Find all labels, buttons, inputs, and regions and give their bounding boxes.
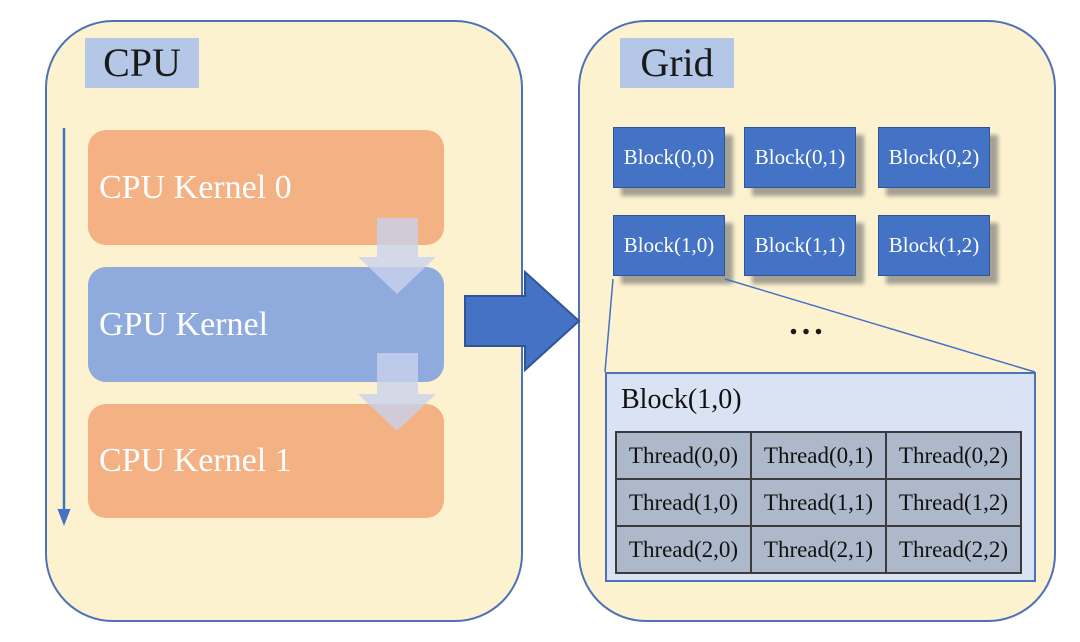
cpu-kernel-1-label: CPU Kernel 1	[99, 442, 292, 479]
block-0-0: Block(0,0)	[613, 127, 725, 188]
thread-table-row: Thread(0,0) Thread(0,1) Thread(0,2)	[615, 431, 1022, 480]
thread-cell-0-1: Thread(0,1)	[750, 431, 887, 480]
block-1-2: Block(1,2)	[878, 215, 990, 276]
cpu-kernel-0-label: CPU Kernel 0	[99, 168, 292, 206]
block-1-2-label: Block(1,2)	[888, 233, 980, 257]
block-0-0-label: Block(0,0)	[623, 145, 715, 169]
thread-table-row: Thread(1,0) Thread(1,1) Thread(1,2)	[615, 478, 1022, 527]
block-0-2: Block(0,2)	[878, 127, 990, 188]
thread-cell-1-0: Thread(1,0)	[615, 478, 752, 527]
block-1-1-label: Block(1,1)	[754, 233, 846, 257]
block-1-1: Block(1,1)	[744, 215, 856, 276]
thread-cell-1-1: Thread(1,1)	[750, 478, 887, 527]
grid-panel-title: Grid	[620, 38, 734, 88]
thread-cell-1-2: Thread(1,2)	[885, 478, 1022, 527]
block-detail-box: Block(1,0) Thread(0,0) Thread(0,1) Threa…	[605, 372, 1036, 582]
block-0-1: Block(0,1)	[744, 127, 856, 188]
cpu-panel-title: CPU	[85, 38, 199, 88]
block-1-0-label: Block(1,0)	[623, 233, 715, 257]
thread-table-row: Thread(2,0) Thread(2,1) Thread(2,2)	[615, 525, 1022, 574]
thread-cell-2-0: Thread(2,0)	[615, 525, 752, 574]
gpu-kernel-label: GPU Kernel	[99, 305, 269, 343]
block-detail-title: Block(1,0)	[621, 384, 742, 415]
thread-cell-2-1: Thread(2,1)	[750, 525, 887, 574]
block-1-0: Block(1,0)	[613, 215, 725, 276]
more-blocks-ellipsis: ...	[789, 305, 827, 342]
block-0-2-label: Block(0,2)	[888, 145, 980, 169]
block-0-1-label: Block(0,1)	[754, 145, 846, 169]
thread-cell-2-2: Thread(2,2)	[885, 525, 1022, 574]
thread-table: Thread(0,0) Thread(0,1) Thread(0,2) Thre…	[615, 431, 1022, 574]
thread-cell-0-0: Thread(0,0)	[615, 431, 752, 480]
thread-cell-0-2: Thread(0,2)	[885, 431, 1022, 480]
cpu-kernel-0-box: CPU Kernel 0	[88, 130, 444, 245]
cpu-kernel-1-box: CPU Kernel 1	[88, 404, 444, 518]
gpu-kernel-box: GPU Kernel	[88, 267, 444, 382]
